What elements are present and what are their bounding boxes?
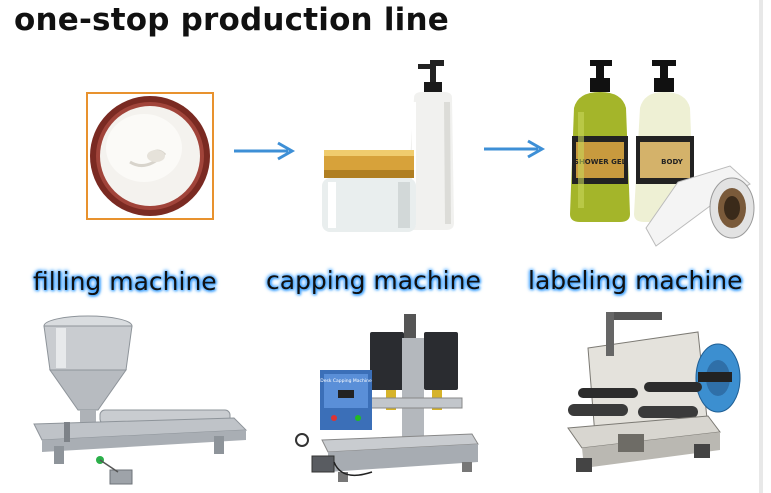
arrow-right-icon (484, 139, 546, 159)
labeled-bottles-image: SHOWER GEL BODY (570, 60, 755, 247)
cream-jar-image (86, 92, 214, 220)
right-divider (759, 0, 763, 493)
stage-label-capping: capping machine (266, 266, 481, 295)
shower-gel-label: SHOWER GEL (574, 158, 627, 166)
jar-and-bottle-image (322, 60, 454, 232)
body-label: BODY (661, 158, 684, 166)
page-title: one-stop production line (14, 2, 449, 38)
capping-machine-image: Desk Capping Machine (295, 314, 479, 482)
labeling-machine-image (567, 312, 741, 472)
filling-machine-image (33, 315, 248, 485)
stage-label-filling: filling machine (33, 267, 217, 296)
stage-label-labeling: labeling machine (528, 266, 743, 295)
arrow-right-icon (234, 141, 296, 161)
capper-panel-label: Desk Capping Machine (320, 378, 372, 384)
